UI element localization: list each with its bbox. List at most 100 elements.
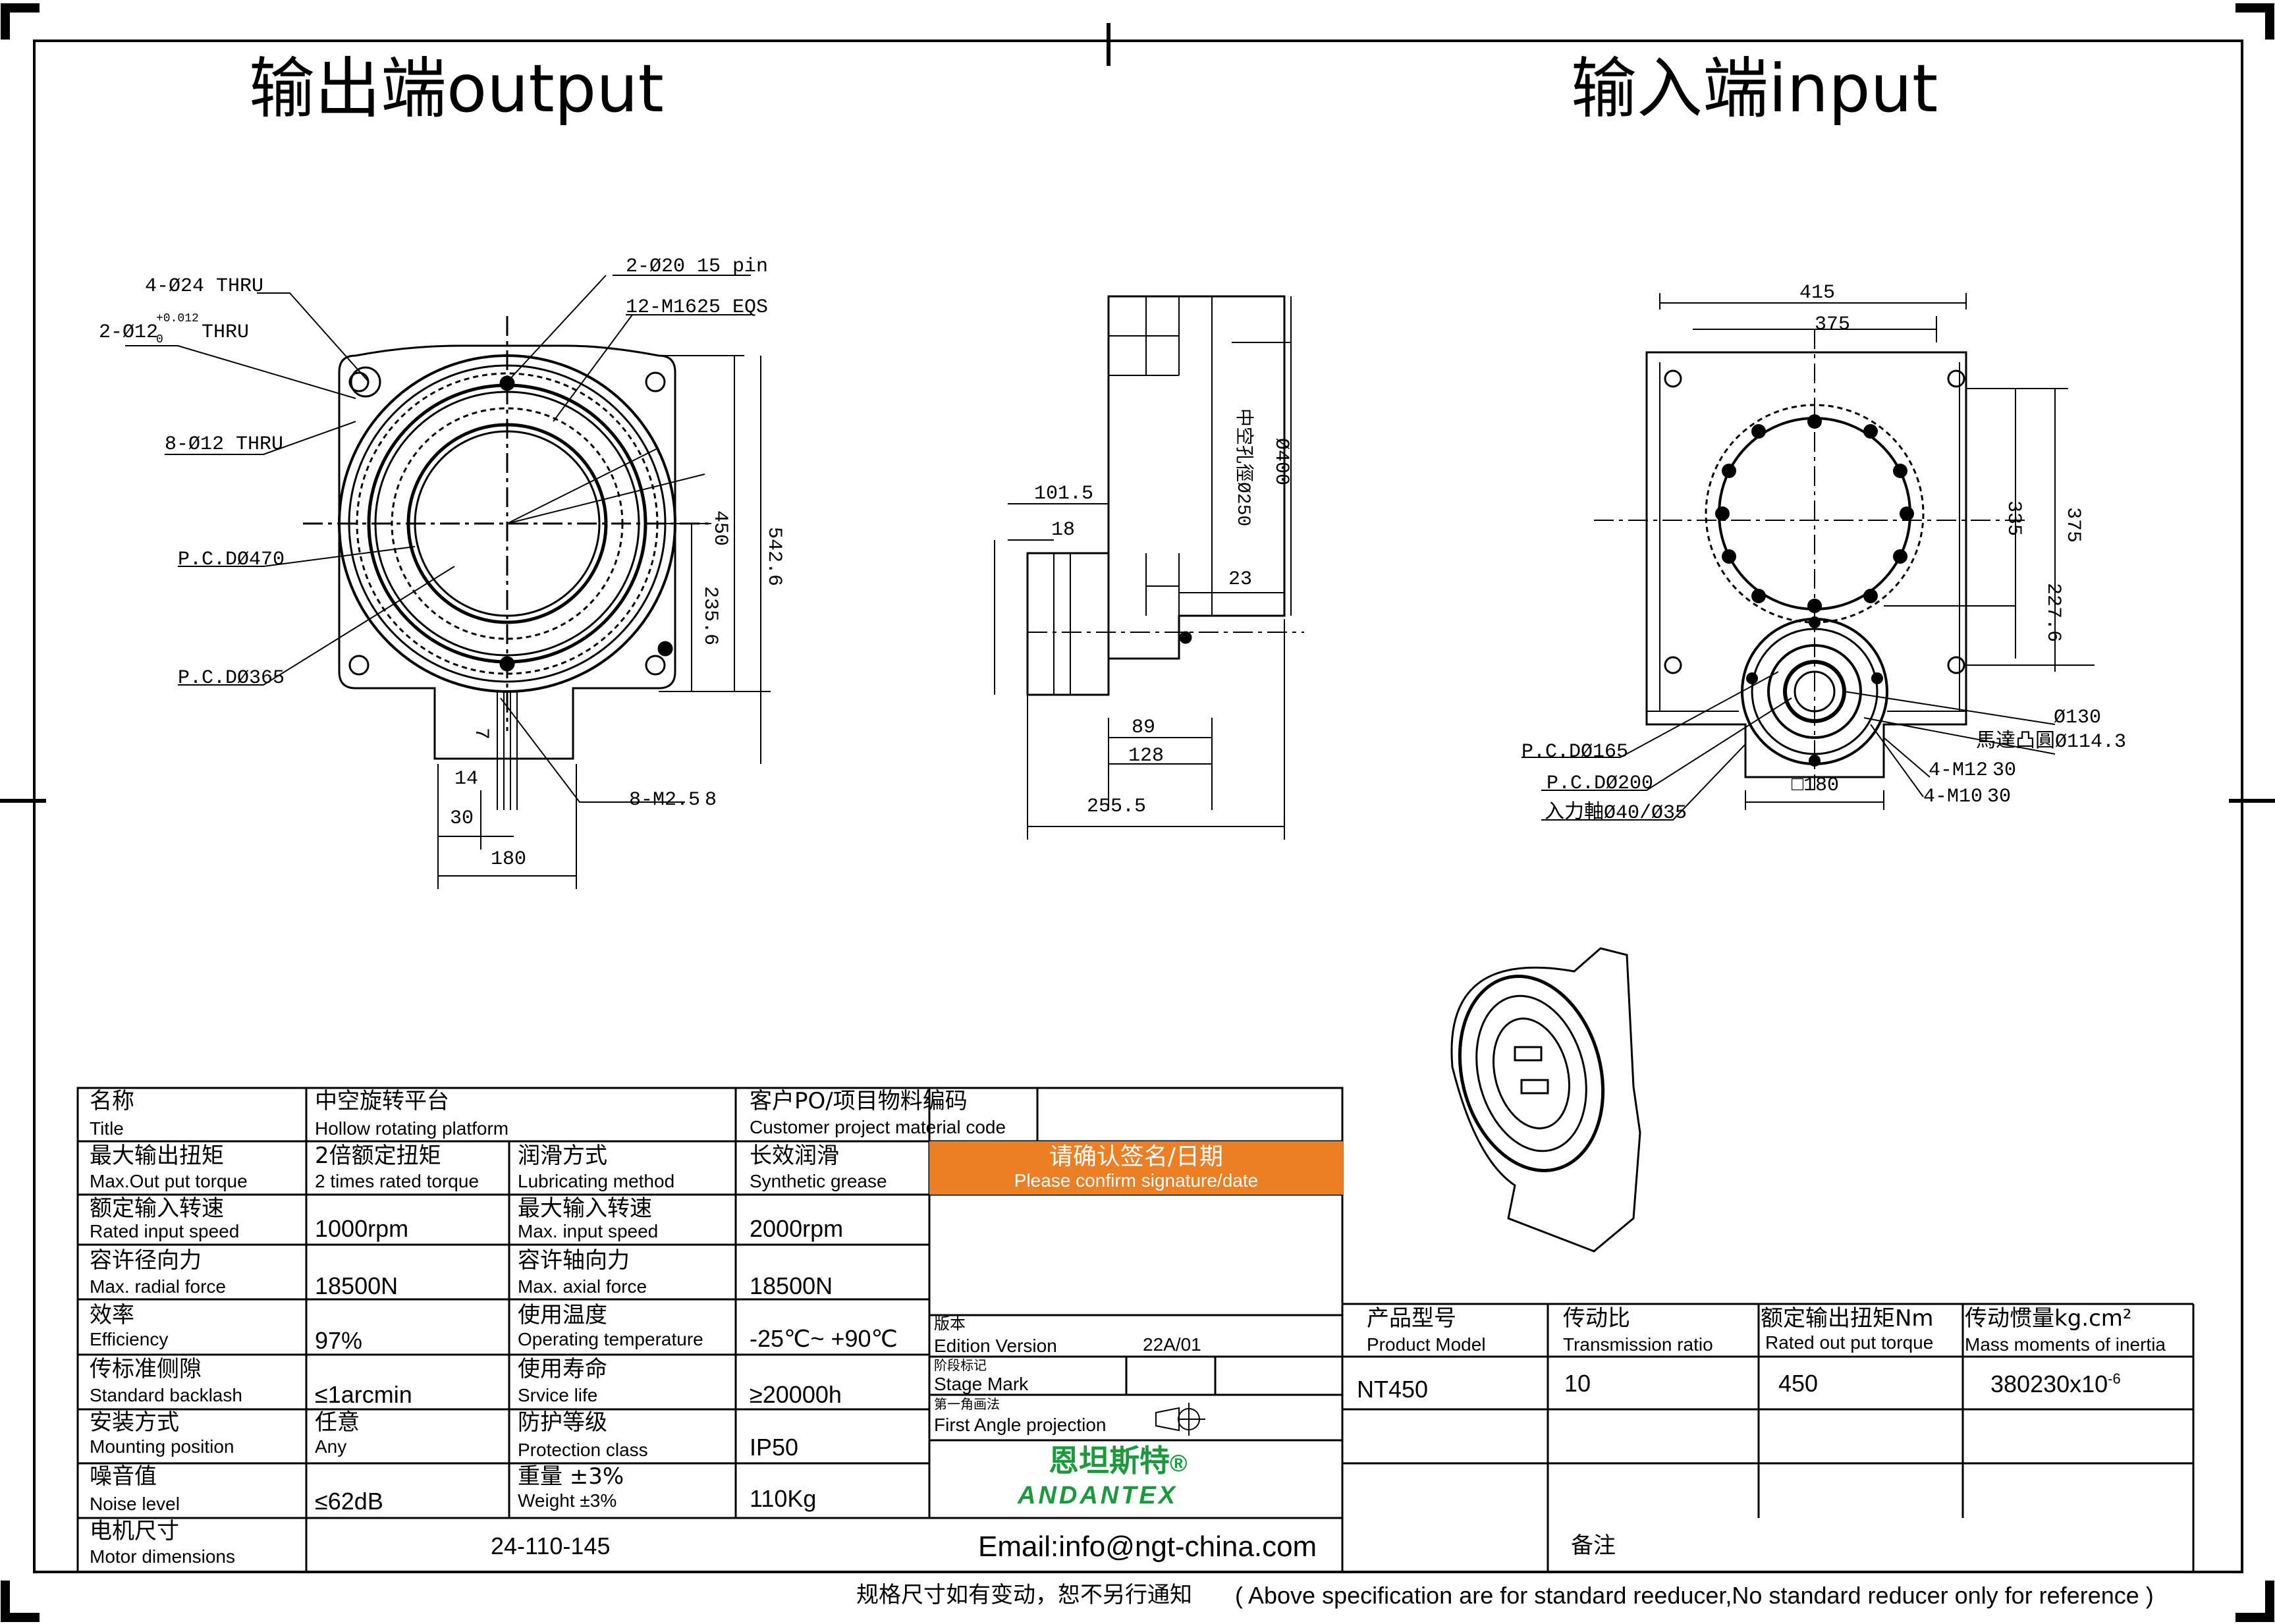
side-view <box>994 295 1304 840</box>
edition-en: Edition Version <box>934 1336 1057 1356</box>
spec-label-cn: 使用寿命 <box>518 1356 607 1382</box>
label-m12-depth: 30 <box>1992 759 2017 782</box>
spec-label-cn: 最大输出扭矩 <box>90 1143 224 1169</box>
dim-23: 23 <box>1228 568 1253 591</box>
spec-value: 18500N <box>750 1272 833 1299</box>
dim-255-5: 255.5 <box>1087 796 1147 818</box>
spec-label-en: Max. axial force <box>518 1276 647 1297</box>
dim-335: 335 <box>2002 501 2025 537</box>
dim-30: 30 <box>450 807 474 830</box>
inertia-exponent: -6 <box>2108 1370 2121 1387</box>
spec-label-cn: 容许径向力 <box>90 1247 202 1274</box>
center-marks <box>0 23 2275 803</box>
spec-table-grid <box>76 1087 2195 1573</box>
customer-code-cn: 客户PO/项目物料编码 <box>750 1088 968 1114</box>
label-25eqs: 25 EQS <box>697 296 769 319</box>
torque-header-en: Rated out put torque <box>1765 1332 1934 1353</box>
spec-label-en: Lubricating method <box>518 1171 675 1191</box>
spec-value: -25℃~ +90℃ <box>750 1325 898 1352</box>
label-8-12-thru: 8-Ø12 THRU <box>165 433 284 456</box>
spec-label-cn: 最大输入转速 <box>518 1195 652 1222</box>
model-header-cn: 产品型号 <box>1367 1305 1456 1332</box>
projection-cn: 第一角画法 <box>934 1396 1000 1412</box>
spec-label-cn: 电机尺寸 <box>90 1518 179 1544</box>
dim-7: 7 <box>470 728 492 740</box>
spec-label-cn: 容许轴向力 <box>518 1247 630 1274</box>
spec-label-en: Weight ±3% <box>518 1490 617 1511</box>
title-label-en: Title <box>90 1118 124 1139</box>
dim-hollow-250: 中空孔徑Ø250 <box>1232 408 1253 527</box>
spec-label-cn: 重量 ±3% <box>518 1463 624 1490</box>
dim-415: 415 <box>1799 282 1836 304</box>
spec-label-cn: 效率 <box>90 1302 134 1328</box>
confirm-cn: 请确认签名/日期 <box>1049 1143 1224 1170</box>
inertia-header-en: Mass moments of inertia <box>1965 1334 2166 1355</box>
label-8-m25: 8-M2.5 <box>629 789 701 811</box>
label-12-m16: 12-M16 <box>626 296 698 319</box>
spec-label-en: Mounting position <box>90 1436 234 1457</box>
spec-value: 1000rpm <box>315 1215 409 1242</box>
logo-cn: 恩坦斯特 <box>1049 1444 1170 1478</box>
stage-cn: 阶段标记 <box>934 1357 987 1373</box>
title-value-en: Hollow rotating platform <box>315 1118 509 1139</box>
spec-label-en: Protection class <box>518 1440 648 1460</box>
ratio-value: 10 <box>1564 1370 1591 1397</box>
label-2-12: 2-Ø12 <box>99 321 159 344</box>
spec-value: 97% <box>315 1327 363 1354</box>
spec-label-cn: 传标准侧隙 <box>90 1356 202 1382</box>
dim-128: 128 <box>1128 745 1165 767</box>
spec-value-cn: 长效润滑 <box>750 1143 839 1169</box>
edition-value: 22A/01 <box>1143 1334 1201 1355</box>
model-value: NT450 <box>1357 1376 1429 1403</box>
spec-value: ≤62dB <box>315 1488 383 1515</box>
dim-101-5: 101.5 <box>1034 483 1094 505</box>
label-input-shaft: 入力軸Ø40/Ø35 <box>1545 802 1687 825</box>
dim-227-6: 227.6 <box>2042 583 2064 643</box>
torque-value: 450 <box>1778 1370 1819 1397</box>
label-pcd200: P.C.DØ200 <box>1547 772 1654 795</box>
label-thru: THRU <box>202 321 250 344</box>
dim-375-side: 375 <box>2062 507 2084 543</box>
inertia-value: 380230x10-6 <box>1990 1372 2121 1396</box>
spec-value: ≥20000h <box>750 1381 842 1408</box>
label-pcd165: P.C.DØ165 <box>1521 741 1629 763</box>
spec-label-en: Efficiency <box>90 1329 169 1349</box>
inertia-header-cn: 传动惯量kg.cm² <box>1965 1305 2132 1332</box>
title-label-cn: 名称 <box>90 1088 134 1114</box>
torque-header-cn: 额定输出扭矩Nm <box>1761 1305 1934 1332</box>
isometric-view <box>1450 947 1641 1253</box>
spec-label-cn: 防护等级 <box>518 1409 607 1436</box>
stage-en: Stage Mark <box>934 1374 1029 1394</box>
dim-400: Ø400 <box>1270 438 1292 486</box>
remark-label: 备注 <box>1571 1532 1616 1559</box>
dim-14: 14 <box>454 768 479 790</box>
footer-note-en: ( Above specification are for standard r… <box>1235 1582 2154 1609</box>
spec-label-en: Operating temperature <box>518 1329 703 1349</box>
spec-value-cn: 任意 <box>315 1409 360 1436</box>
spec-label-cn: 润滑方式 <box>518 1143 607 1169</box>
footer-note-cn: 规格尺寸如有变动，恕不另行通知 <box>856 1582 1192 1608</box>
dim-542-6: 542.6 <box>763 527 785 587</box>
spec-label-cn: 使用温度 <box>518 1302 607 1328</box>
label-2-20: 2-Ø20 <box>626 256 686 278</box>
input-heading: 输入端input <box>1571 50 1938 127</box>
company-logo: 恩坦斯特® <box>1049 1446 1188 1476</box>
dim-89: 89 <box>1132 717 1156 739</box>
spec-value: Any <box>315 1436 347 1457</box>
label-4-24-thru: 4-Ø24 THRU <box>145 275 264 298</box>
spec-value: Synthetic grease <box>750 1171 887 1191</box>
label-m10-depth: 30 <box>1987 786 2012 808</box>
confirm-signature-banner: 请确认签名/日期 Please confirm signature/date <box>929 1141 1343 1195</box>
customer-code-en: Customer project material code <box>750 1117 1006 1137</box>
logo-en: ANDANTEX <box>1018 1482 1178 1509</box>
spec-value: 2000rpm <box>750 1215 844 1242</box>
input-view <box>1521 293 2095 821</box>
label-m25-depth: 8 <box>705 789 717 811</box>
contact-email[interactable]: Email:info@ngt-china.com <box>978 1530 1317 1563</box>
ratio-header-cn: 传动比 <box>1563 1305 1630 1332</box>
spec-label-en: Max. radial force <box>90 1276 226 1297</box>
label-tol-lower: 0 <box>156 333 163 346</box>
dim-18: 18 <box>1051 519 1076 541</box>
output-heading: 输出端output <box>249 50 664 127</box>
label-pcd365: P.C.DØ365 <box>178 667 285 690</box>
